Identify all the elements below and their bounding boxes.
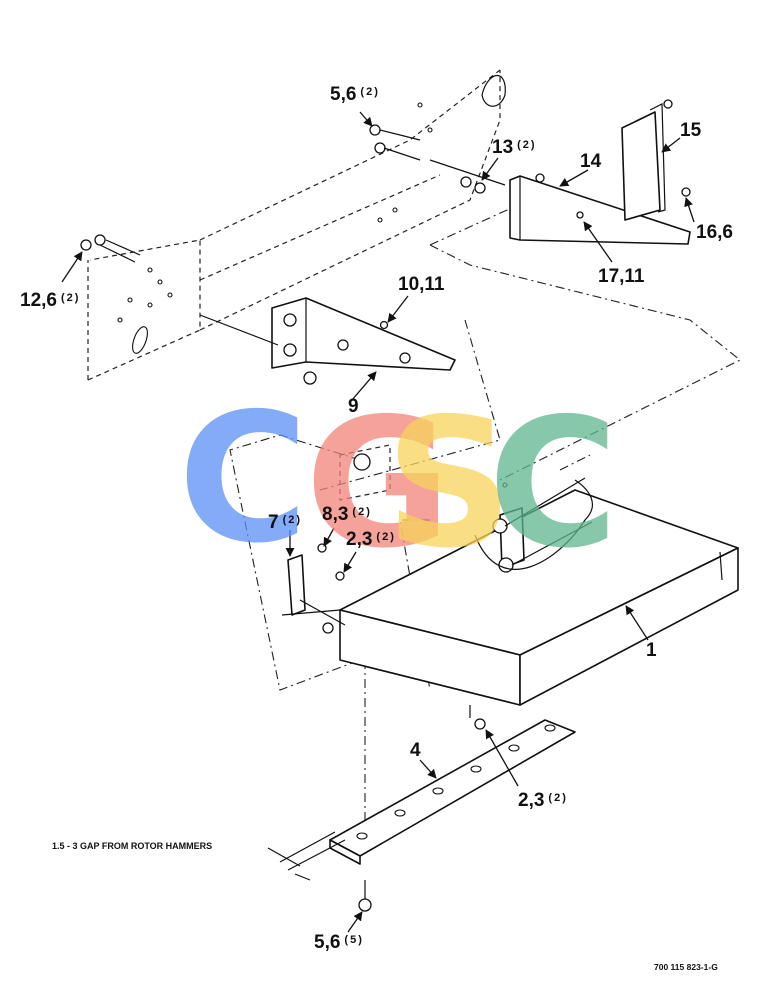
figure-number: 700 115 823-1-G [654,962,718,972]
clip-7 [281,543,486,730]
callout-2-3-bottom: 2,3(2) [518,790,568,811]
callout-10-11: 10,11 [398,274,445,295]
callout-5-6-bottom: 5,6(5) [314,932,364,953]
plate-15 [621,99,691,221]
bracket-9 [199,297,456,385]
gap-note: 1.5 - 3 GAP FROM ROTOR HAMMERS [52,841,212,851]
callout-17-11: 17,11 [598,266,645,287]
bracket-14 [429,159,691,245]
callout-13: 13(2) [492,137,537,158]
callout-14: 14 [580,151,602,172]
fasteners-top [80,124,486,263]
callout-7: 7(2) [268,512,302,533]
callout-9: 9 [348,396,359,417]
bottom-fastener [267,831,372,912]
watermark-letter-g: G [305,380,451,587]
callout-1: 1 [646,640,657,661]
callout-15: 15 [680,120,702,141]
callout-2-3-mid: 2,3(2) [346,529,396,550]
callout-4: 4 [410,740,421,761]
callouts: 5,6(2) 13(2) 14 15 16,6 17,11 12,6(2) 10… [20,84,733,953]
callout-12-6: 12,6(2) [20,290,80,311]
strip-4 [329,719,576,865]
callout-16-6: 16,6 [696,222,733,243]
watermark: C G S C [178,375,619,587]
watermark-letter-s: S [385,380,513,587]
watermark-letter-c1: C [178,375,309,582]
callout-8-3: 8,3(2) [322,504,372,525]
watermark-letter-c2: C [488,380,619,587]
leader-lines [61,111,695,933]
phantom-panels [229,189,742,850]
callout-5-6-top: 5,6(2) [330,84,380,105]
frame-member [87,69,506,381]
shelf-1 [339,444,739,706]
